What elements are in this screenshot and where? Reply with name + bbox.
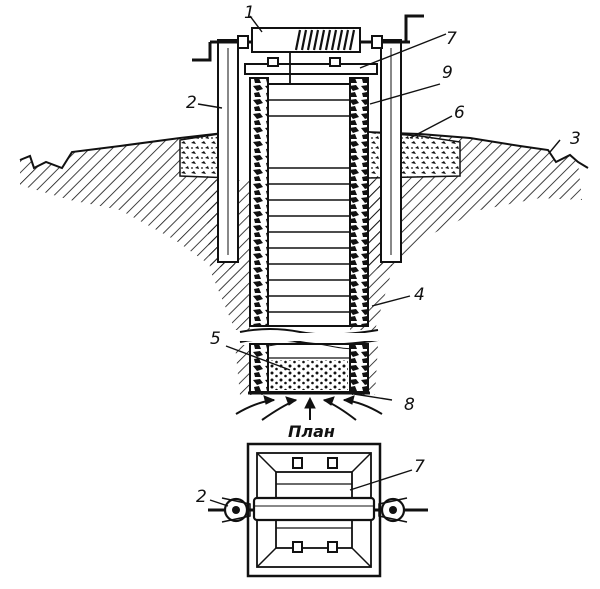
callout-9: 9 [442, 63, 453, 83]
plan-title: План [288, 422, 335, 441]
timber-crib [267, 83, 351, 327]
callout-5: 5 [210, 329, 221, 349]
rope-coil [294, 29, 356, 51]
leaders-section [197, 15, 561, 401]
shaft-wall-right [349, 77, 369, 327]
inflow-arrows [235, 395, 383, 421]
leaders-plan [209, 469, 413, 507]
callout-4: 4 [414, 285, 425, 305]
callout-7-section: 7 [446, 29, 457, 49]
well-bottom [248, 342, 370, 395]
callout-2-plan: 2 [196, 487, 207, 507]
plan-view [208, 442, 428, 578]
callout-8: 8 [404, 395, 415, 415]
rope-drum [251, 27, 361, 53]
callout-3: 3 [570, 129, 581, 149]
shaft-wall-left [249, 77, 269, 327]
callout-1: 1 [244, 3, 255, 23]
post-left [217, 39, 239, 263]
well-cover-frame [244, 57, 378, 75]
callout-6: 6 [454, 103, 465, 123]
callout-2-section: 2 [186, 93, 197, 113]
section-break [239, 328, 379, 346]
callout-7-plan: 7 [414, 457, 425, 477]
post-right [380, 39, 402, 263]
gravel-filter [270, 360, 348, 390]
plan-drum [252, 496, 376, 522]
